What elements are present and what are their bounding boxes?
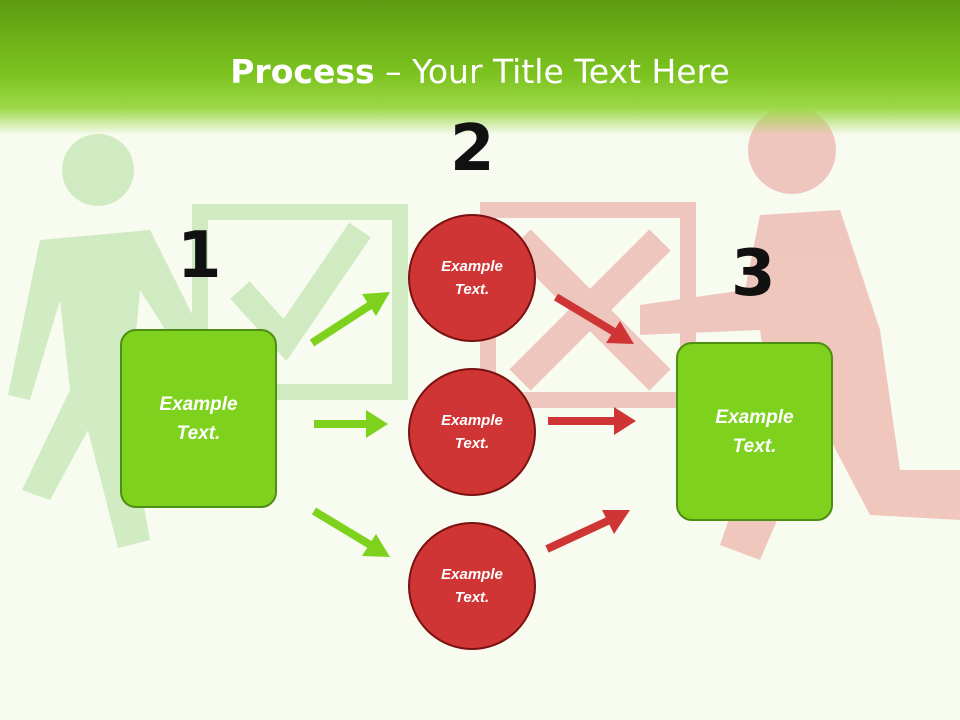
left-box-text: Example Text. xyxy=(159,393,238,444)
step-number-2: 2 xyxy=(450,112,495,186)
title-bold: Process xyxy=(230,52,375,91)
title-banner xyxy=(0,0,960,135)
left-box: Example Text. xyxy=(120,329,277,508)
step-number-1: 1 xyxy=(177,219,222,293)
red-arrow-right-icon xyxy=(548,407,636,435)
red-arrow-down-icon xyxy=(553,293,634,344)
green-arrow-up-icon xyxy=(309,292,390,347)
right-box-text: Example Text. xyxy=(715,406,794,457)
circle-top-text: Example Text. xyxy=(441,258,503,298)
right-box: Example Text. xyxy=(676,342,833,521)
red-arrow-up-icon xyxy=(545,510,630,553)
circle-middle-text: Example Text. xyxy=(441,412,503,452)
green-arrow-down-icon xyxy=(311,507,390,557)
slide-title: Process – Your Title Text Here xyxy=(0,52,960,91)
title-rest: – Your Title Text Here xyxy=(374,52,730,91)
green-figure-with-check xyxy=(8,134,408,548)
circle-top: Example Text. xyxy=(408,214,536,342)
circle-bottom-text: Example Text. xyxy=(441,566,503,606)
step-number-3: 3 xyxy=(731,237,776,311)
circle-middle: Example Text. xyxy=(408,368,536,496)
green-arrow-right-icon xyxy=(314,410,388,438)
circle-bottom: Example Text. xyxy=(408,522,536,650)
